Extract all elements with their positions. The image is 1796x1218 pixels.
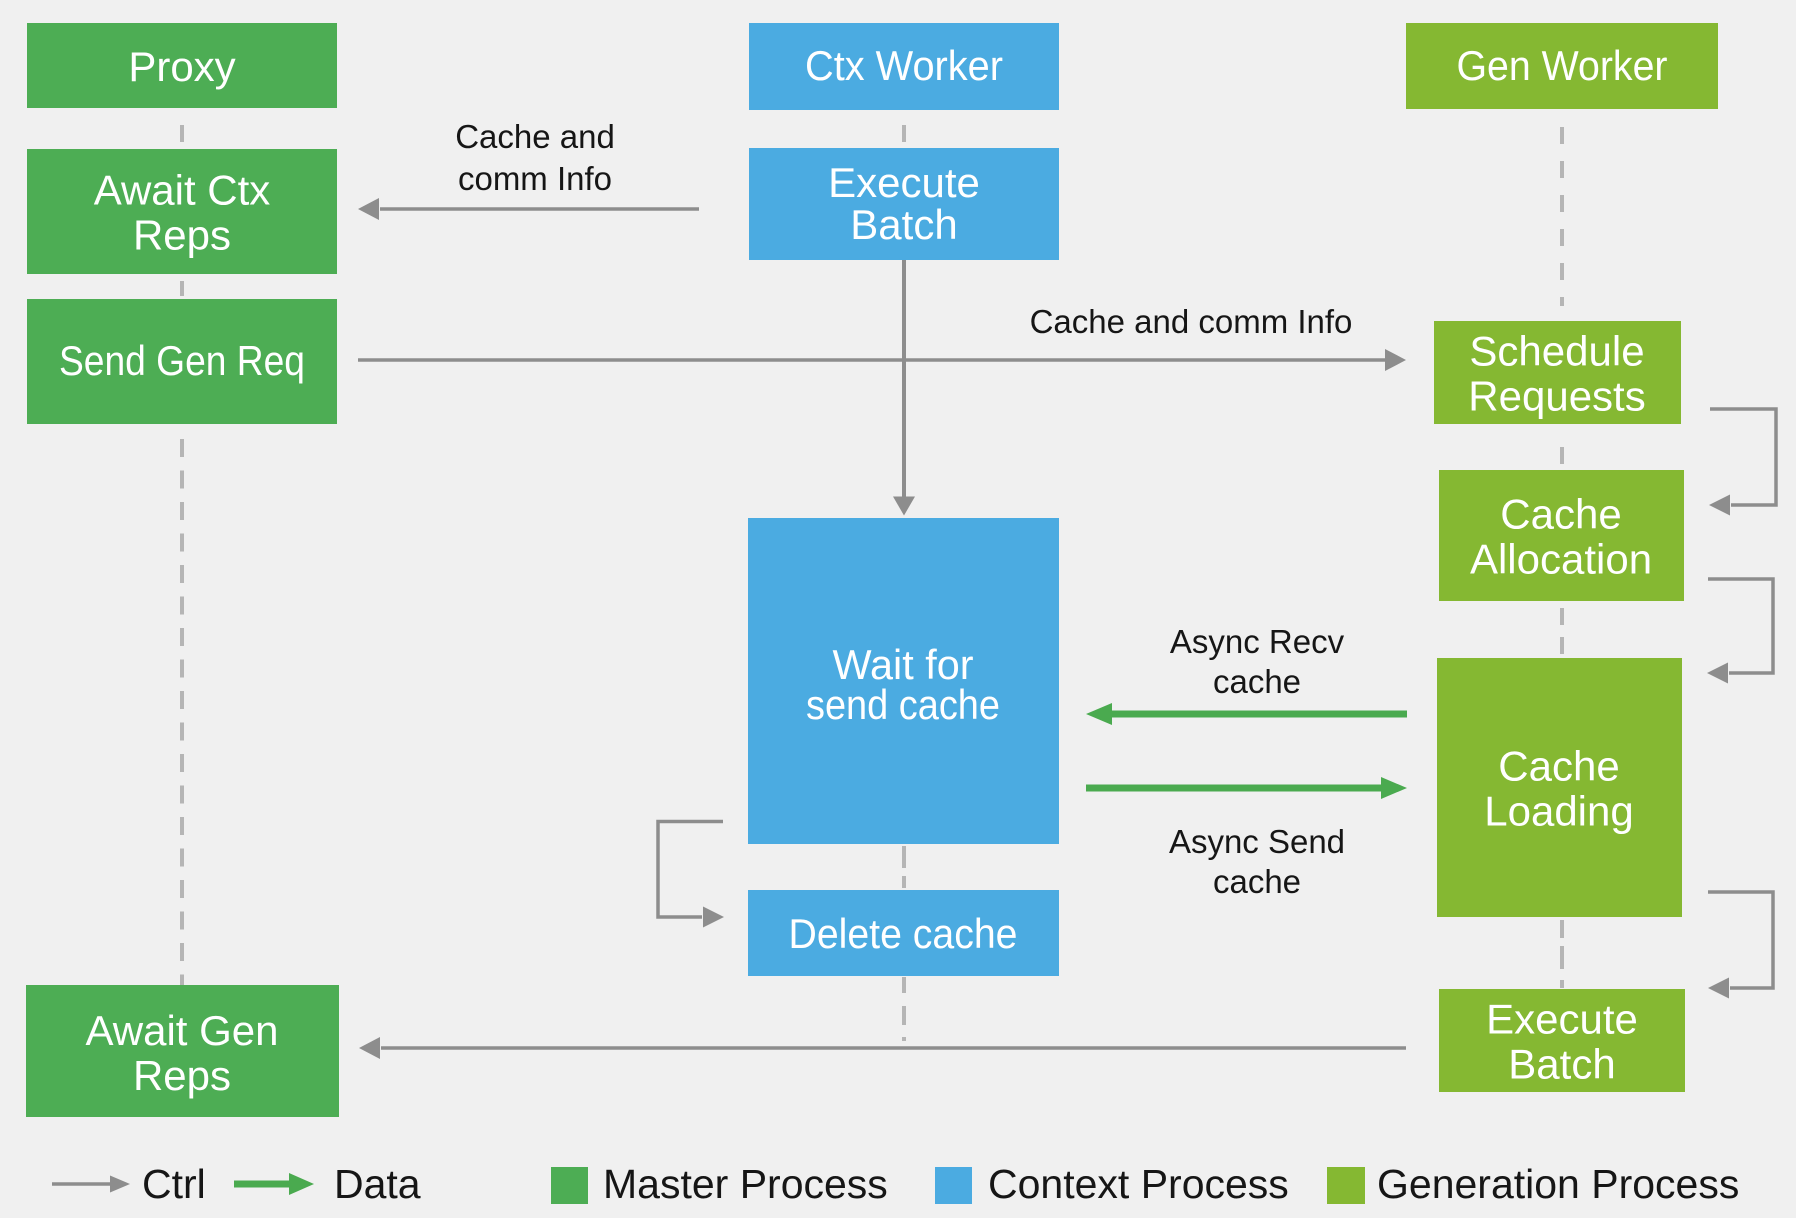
svg-text:cache: cache: [1213, 663, 1301, 700]
svg-text:Async Send: Async Send: [1169, 823, 1345, 860]
svg-text:Cache and comm Info: Cache and comm Info: [1030, 303, 1353, 340]
svg-text:Allocation: Allocation: [1470, 536, 1652, 583]
svg-text:Ctx Worker: Ctx Worker: [805, 42, 1003, 89]
svg-text:Cache: Cache: [1500, 491, 1621, 538]
svg-text:Await Gen: Await Gen: [86, 1007, 279, 1054]
svg-text:cache: cache: [1213, 863, 1301, 900]
svg-text:Await Ctx: Await Ctx: [94, 167, 271, 214]
svg-text:Context Process: Context Process: [988, 1161, 1289, 1207]
svg-text:Execute: Execute: [1486, 996, 1638, 1043]
svg-text:send cache: send cache: [806, 681, 1000, 728]
svg-text:Requests: Requests: [1468, 373, 1645, 420]
svg-text:Async Recv: Async Recv: [1170, 623, 1345, 660]
svg-text:Batch: Batch: [850, 201, 957, 248]
svg-text:Ctrl: Ctrl: [142, 1161, 206, 1207]
svg-text:Schedule: Schedule: [1469, 328, 1644, 375]
svg-text:Cache and: Cache and: [455, 118, 615, 155]
svg-text:Cache: Cache: [1498, 743, 1619, 790]
svg-text:comm Info: comm Info: [458, 160, 612, 197]
svg-text:Reps: Reps: [133, 1052, 231, 1099]
svg-text:Proxy: Proxy: [128, 43, 235, 90]
svg-text:Send Gen Req: Send Gen Req: [59, 337, 305, 384]
svg-text:Master Process: Master Process: [603, 1161, 888, 1207]
svg-text:Batch: Batch: [1508, 1041, 1615, 1088]
svg-text:Execute: Execute: [828, 159, 980, 206]
svg-text:Gen Worker: Gen Worker: [1457, 42, 1668, 89]
svg-text:Loading: Loading: [1484, 788, 1633, 835]
svg-text:Reps: Reps: [133, 212, 231, 259]
svg-text:Generation Process: Generation Process: [1377, 1161, 1739, 1207]
svg-text:Data: Data: [334, 1161, 421, 1207]
svg-text:Wait for: Wait for: [833, 641, 974, 688]
svg-text:Delete cache: Delete cache: [789, 910, 1018, 957]
